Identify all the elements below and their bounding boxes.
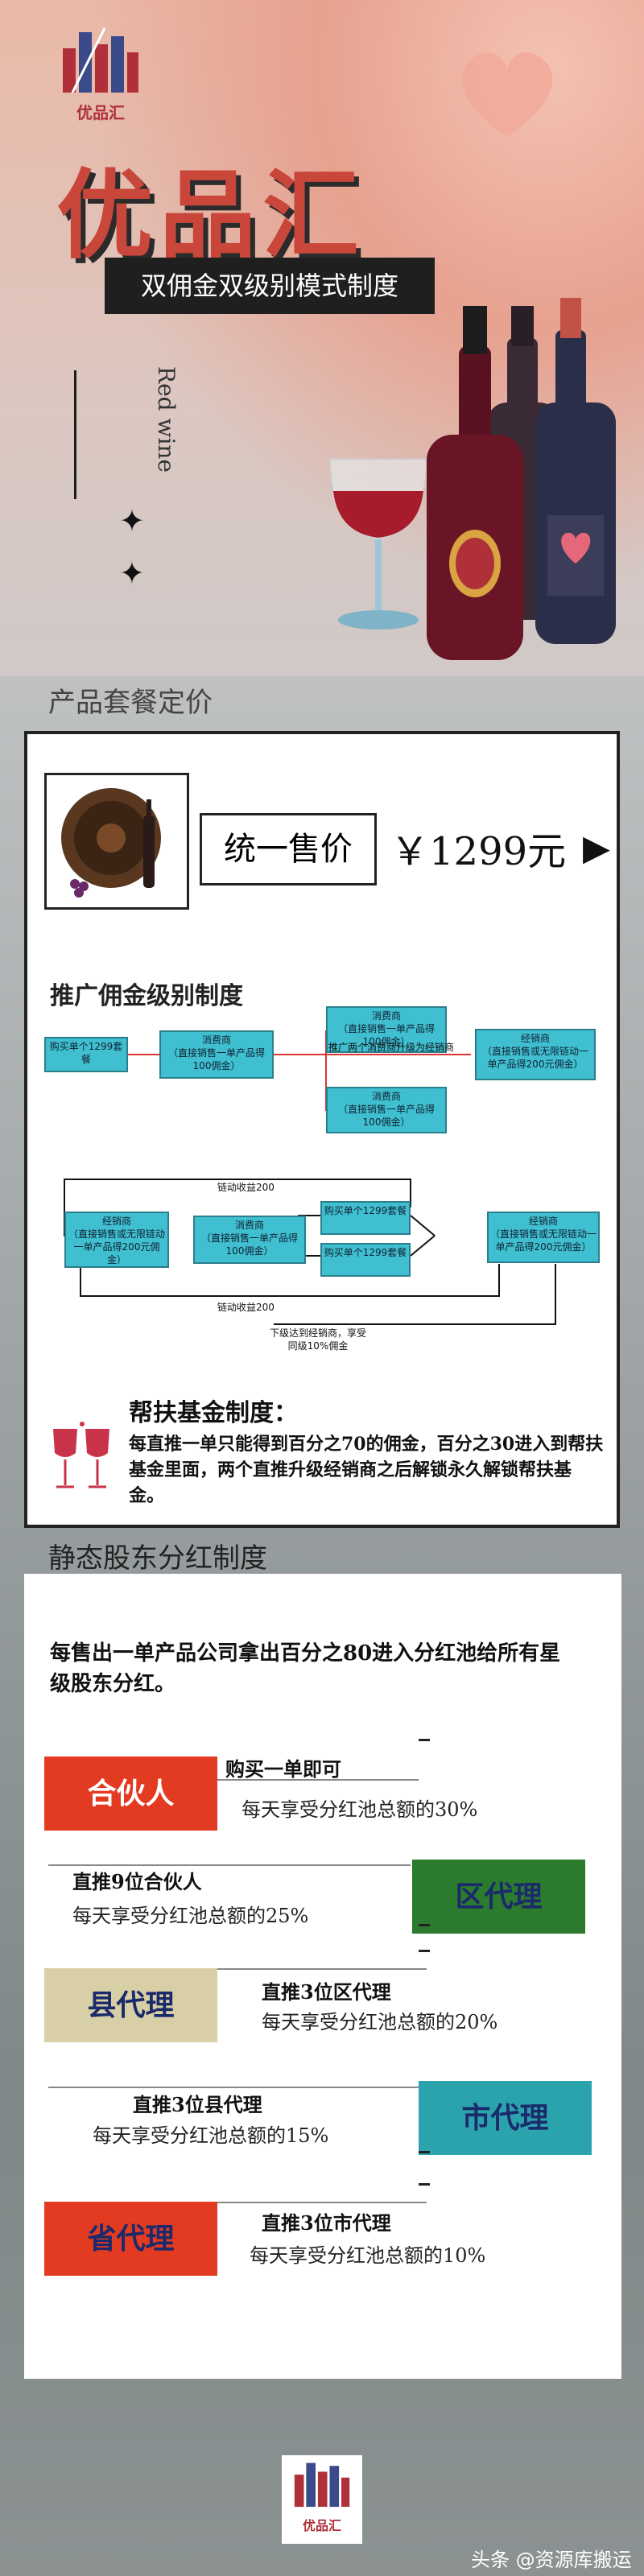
tier-underline (217, 2202, 427, 2203)
tier-tick (419, 1924, 430, 1926)
chain-income-bottom: 链动收益200 (217, 1302, 275, 1313)
flow-box-consumer-bottom: 消费商 （直接销售一单产品得100佣金） (326, 1087, 447, 1133)
chain-income-top: 链动收益200 (217, 1182, 275, 1193)
dividend-intro: 每售出一单产品公司拿出百分之80进入分红池给所有星级股东分红。 (50, 1641, 561, 1696)
flow-box-text: 消费商 （直接销售一单产品得100佣金） (337, 1091, 435, 1128)
watermark: 头条 @资源库搬运 (471, 2549, 632, 2571)
flow-box-text: 购买单个1299套餐 (49, 1041, 123, 1065)
flow-box-text: 消费商 （直接销售一单产品得100佣金） (167, 1034, 265, 1071)
tier-underline (48, 1864, 411, 1866)
sparkle-icon: ✦ (119, 503, 145, 539)
fund-title: 帮扶基金制度： (129, 1399, 298, 1427)
tier-tick (419, 2151, 430, 2153)
tier-share: 每天享受分红池总额的30% (242, 1798, 478, 1821)
divider-line (74, 370, 76, 499)
footer-logo: 优品汇 (282, 2455, 362, 2544)
tier-condition: 直推3位市代理 (262, 2211, 391, 2235)
logo-text: 优品汇 (76, 103, 125, 122)
section-title-package: 产品套餐定价 (48, 687, 213, 719)
flow-box-text: 消费商 （直接销售一单产品得100佣金） (200, 1220, 298, 1257)
flow-box-text: 经销商 （直接销售或无限链动一单产品得200元佣金） (68, 1216, 165, 1265)
play-arrow-icon: ▶ (583, 828, 610, 869)
flow-box-text: 经销商 （直接销售或无限链动一单产品得200元佣金） (490, 1216, 597, 1253)
tier-share: 每天享受分红池总额的25% (72, 1905, 309, 1927)
tier-underline (217, 1779, 419, 1781)
tier-tag-city: 市代理 (419, 2081, 592, 2155)
flow-box-text: 购买单个1299套餐 (324, 1247, 407, 1258)
tier-underline (48, 2087, 419, 2088)
logo-buildings-icon (63, 27, 138, 93)
tier-share: 每天享受分红池总额的20% (262, 2011, 498, 2033)
flow-box-consumer-2: 消费商 （直接销售一单产品得100佣金） (193, 1216, 306, 1264)
product-image (44, 773, 189, 910)
wine-bottle-icon (427, 306, 523, 660)
tier-underline (217, 1968, 427, 1970)
tier-condition: 直推3位区代理 (262, 1980, 391, 2004)
tier-tick (419, 1739, 430, 1741)
sparkle-icon: ✦ (119, 555, 145, 591)
wine-glasses-icon (53, 1422, 109, 1488)
heart-decoration-icon (461, 52, 553, 137)
brand-subtitle: 双佣金双级别模式制度 (105, 258, 435, 314)
tier-condition: 直推3位县代理 (133, 2093, 262, 2116)
upgrade-label: 推广两个消费商升级为经销商 (328, 1042, 455, 1053)
tier-share: 每天享受分红池总额的15% (93, 2124, 329, 2147)
tier-tick (419, 2183, 430, 2186)
wine-barrel-icon (61, 788, 161, 898)
unified-price-label: 统一售价 (200, 813, 377, 886)
footer-logo-text: 优品汇 (302, 2518, 341, 2533)
fund-text: 每直推一单只能得到百分之70的佣金，百分之30进入到帮扶基金里面，两个直推升级经… (129, 1434, 604, 1506)
tier-tag-province: 省代理 (44, 2202, 217, 2276)
flow-title: 推广佣金级别制度 (50, 982, 243, 1010)
flow-box-dealer: 经销商 （直接销售或无限链动一单产品得200元佣金） (475, 1029, 596, 1080)
brand-title: 优品汇 (56, 159, 365, 272)
tier-condition: 直推9位合伙人 (72, 1870, 202, 1893)
vertical-caption: Red wine (153, 366, 180, 473)
flow-box-consumer-top: 消费商 （直接销售一单产品得100佣金） (326, 1006, 447, 1053)
flow-box-buy-b: 购买单个1299套餐 (320, 1243, 411, 1277)
brand-logo: 优品汇 (56, 24, 145, 122)
logo-buildings-icon (294, 2462, 350, 2508)
flow-box-dealer-2: 经销商 （直接销售或无限链动一单产品得200元佣金） (64, 1212, 169, 1268)
tier-tag-partner: 合伙人 (44, 1757, 217, 1831)
tier-tag-district: 区代理 (412, 1860, 585, 1934)
flow-box-text: 经销商 （直接销售或无限链动一单产品得200元佣金） (481, 1033, 588, 1070)
tier-condition: 购买一单即可 (225, 1757, 341, 1781)
flow-box-text: 消费商 （直接销售一单产品得100佣金） (337, 1010, 435, 1047)
tier-tick (419, 1950, 430, 1952)
flow-box-consumer: 消费商 （直接销售一单产品得100佣金） (159, 1030, 274, 1079)
flow-box-buy-a: 购买单个1299套餐 (320, 1201, 411, 1235)
wine-bottle-icon (535, 298, 616, 644)
section-title-dividend: 静态股东分红制度 (48, 1542, 267, 1575)
downline-note: 下级达到经销商，享受同级10%佣金 (269, 1327, 366, 1352)
package-price: ￥1299元 (390, 829, 567, 874)
flow-box-buy: 购买单个1299套餐 (44, 1037, 128, 1072)
tier-share: 每天享受分红池总额的10% (250, 2244, 486, 2267)
flow-box-text: 购买单个1299套餐 (324, 1205, 407, 1216)
flow-box-dealer-3: 经销商 （直接销售或无限链动一单产品得200元佣金） (487, 1212, 600, 1263)
wine-illustration (328, 298, 616, 660)
tier-tag-county: 县代理 (44, 1968, 217, 2042)
wine-glass-icon (328, 458, 428, 630)
